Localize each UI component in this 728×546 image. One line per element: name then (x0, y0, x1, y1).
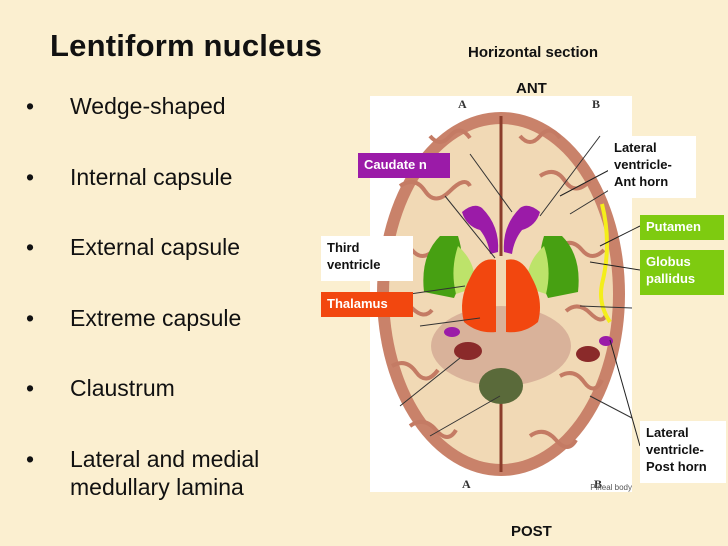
bullet-item: •Extreme capsule (26, 305, 242, 331)
letter-a-bottom: A (462, 477, 471, 491)
posterior-label: POST (511, 523, 552, 540)
bullet-item: •Claustrum (26, 375, 175, 401)
bullet-item: •Internal capsule (26, 164, 233, 190)
bullet-item: •Wedge-shaped (26, 93, 226, 119)
letter-b-bottom: B (594, 477, 602, 491)
globus-pallidus-label: Globus pallidus (640, 250, 724, 295)
lateral-ventricle-post-horn-label: Lateral ventricle- Post horn (640, 421, 726, 483)
bullet-item: •External capsule (26, 234, 241, 260)
anterior-label: ANT (516, 80, 547, 97)
slide-title: Lentiform nucleus (50, 28, 323, 63)
letter-a-top: A (458, 97, 467, 111)
thalamus-label: Thalamus (321, 292, 413, 317)
caudate-label: Caudate n (358, 153, 450, 178)
image-credit: Pineal body (590, 483, 632, 492)
putamen-label: Putamen (640, 215, 724, 240)
bullet-item: •Lateral and medial medullary lamina (26, 446, 260, 500)
lateral-ventricle-ant-horn-label: Lateral ventricle- Ant horn (608, 136, 696, 198)
third-ventricle-label: Third ventricle (321, 236, 413, 281)
letter-b-top: B (592, 97, 600, 111)
section-subtitle: Horizontal section (468, 44, 599, 61)
